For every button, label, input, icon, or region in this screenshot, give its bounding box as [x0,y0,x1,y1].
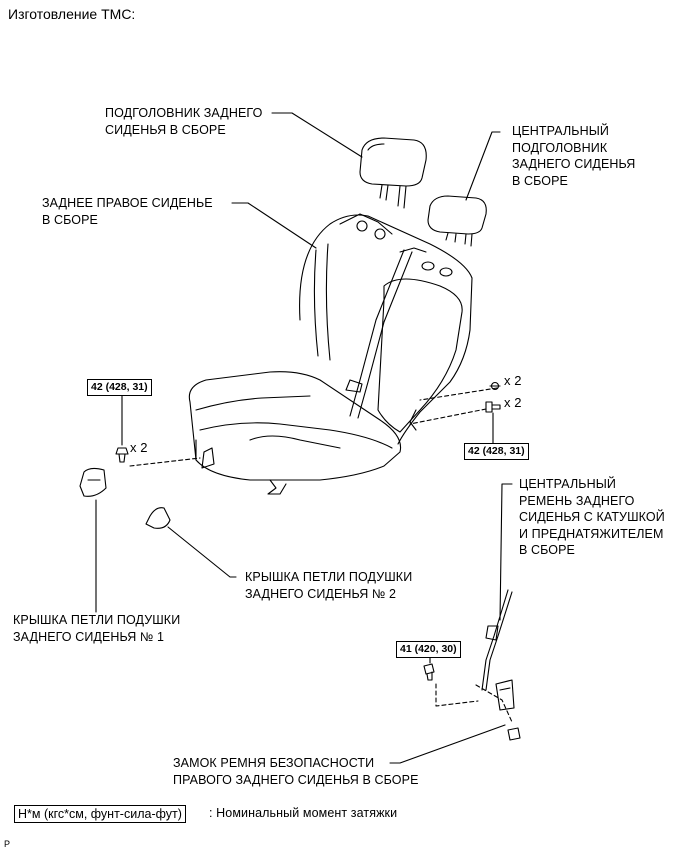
label-seat-line2: В СБОРЕ [42,212,98,227]
label-headrest-line2: СИДЕНЬЯ В СБОРЕ [105,122,226,137]
bolt-right-drawing [485,381,501,413]
label-center-belt-line3: СИДЕНЬЯ С КАТУШКОЙ [519,510,665,524]
buckle-nut-drawing [507,727,521,741]
bolt-left-drawing [115,447,129,463]
label-center-headrest-line3: ЗАДНЕГО СИДЕНЬЯ [512,157,636,171]
page-title: Изготовление ТМС: [8,6,136,22]
label-buckle: ЗАМОК РЕМНЯ БЕЗОПАСНОСТИ ПРАВОГО ЗАДНЕГО… [173,755,419,788]
label-cover1-line2: ЗАДНЕГО СИДЕНЬЯ № 1 [13,629,165,644]
leader-cover2 [167,526,237,578]
leader-headrest [271,112,363,158]
leader-seat [231,202,317,249]
label-center-headrest-line4: В СБОРЕ [512,173,568,188]
label-headrest-line1: ПОДГОЛОВНИК ЗАДНЕГО [105,106,263,120]
seat-cushion-drawing [188,371,402,495]
headrest-drawing [359,137,427,209]
leader-center-belt [499,483,513,621]
label-seat-line1: ЗАДНЕЕ ПРАВОЕ СИДЕНЬЕ [42,196,213,210]
multiplier-right-top: x 2 [504,373,522,388]
cover1-drawing [79,467,107,497]
center-headrest-drawing [427,195,487,247]
label-cover1: КРЫШКА ПЕТЛИ ПОДУШКИ ЗАДНЕГО СИДЕНЬЯ № 1 [13,612,180,645]
multiplier-right-bottom: x 2 [504,395,522,410]
label-center-belt: ЦЕНТРАЛЬНЫЙ РЕМЕНЬ ЗАДНЕГО СИДЕНЬЯ С КАТ… [519,476,665,559]
label-cover2-line1: КРЫШКА ПЕТЛИ ПОДУШКИ [245,570,413,584]
label-seat: ЗАДНЕЕ ПРАВОЕ СИДЕНЬЕ В СБОРЕ [42,195,213,228]
leader-center-headrest [465,131,501,201]
center-belt-drawing [481,589,515,711]
label-center-headrest: ЦЕНТРАЛЬНЫЙ ПОДГОЛОВНИК ЗАДНЕГО СИДЕНЬЯ … [512,123,635,189]
label-center-belt-line1: ЦЕНТРАЛЬНЫЙ [519,477,616,491]
torque-box-right: 42 (428, 31) [464,443,529,460]
label-cover2-line2: ЗАДНЕГО СИДЕНЬЯ № 2 [245,586,397,601]
multiplier-left: x 2 [130,440,148,455]
label-cover2: КРЫШКА ПЕТЛИ ПОДУШКИ ЗАДНЕГО СИДЕНЬЯ № 2 [245,569,412,602]
torque-box-left: 42 (428, 31) [87,379,152,396]
seat-back-drawing [299,213,473,445]
label-buckle-line1: ЗАМОК РЕМНЯ БЕЗОПАСНОСТИ [173,756,375,770]
buckle-bolt-drawing [423,663,435,681]
torque-box-buckle: 41 (420, 30) [396,641,461,658]
legend-unit-box: Н*м (кгс*см, фунт-сила-фут) [14,805,186,823]
legend-description: : Номинальный момент затяжки [209,806,398,820]
label-center-belt-line5: В СБОРЕ [519,543,575,557]
label-buckle-line2: ПРАВОГО ЗАДНЕГО СИДЕНЬЯ В СБОРЕ [173,772,419,787]
label-center-belt-line2: РЕМЕНЬ ЗАДНЕГО [519,493,635,508]
cover2-drawing [145,507,171,529]
label-center-headrest-line1: ЦЕНТРАЛЬНЫЙ [512,124,609,138]
figure-code: P [4,839,11,849]
label-headrest: ПОДГОЛОВНИК ЗАДНЕГО СИДЕНЬЯ В СБОРЕ [105,105,262,138]
leader-buckle [389,724,506,764]
label-center-belt-line4: И ПРЕДНАТЯЖИТЕЛЕМ [519,526,664,541]
label-cover1-line1: КРЫШКА ПЕТЛИ ПОДУШКИ [13,613,181,627]
label-center-headrest-line2: ПОДГОЛОВНИК [512,140,608,155]
